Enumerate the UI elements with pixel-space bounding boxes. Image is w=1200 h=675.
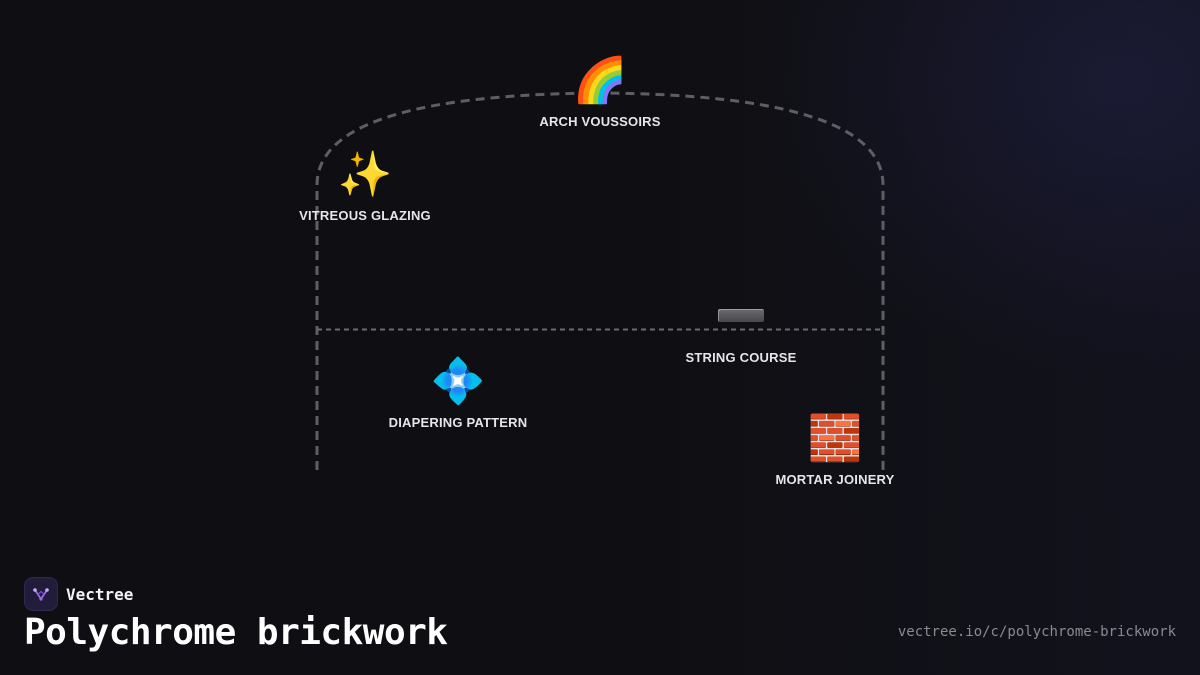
vectree-logo-icon bbox=[24, 577, 58, 611]
node-label: DIAPERING PATTERN bbox=[388, 415, 528, 430]
node-label: VITREOUS GLAZING bbox=[299, 208, 431, 223]
page-url[interactable]: vectree.io/c/polychrome-brickwork bbox=[897, 624, 1176, 640]
node-string-course[interactable]: STRING COURSE bbox=[621, 292, 861, 365]
diamond-flower-icon: 💠 bbox=[430, 356, 486, 407]
horizontal-bar-icon bbox=[718, 309, 764, 322]
node-mortar-joinery[interactable]: 🧱 MORTAR JOINERY bbox=[715, 413, 955, 488]
arch-outline bbox=[315, 91, 885, 470]
node-arch-voussoirs[interactable]: 🌈 ARCH VOUSSOIRS bbox=[480, 55, 720, 130]
rainbow-icon: 🌈 bbox=[572, 55, 628, 106]
sparkles-icon: ✨ bbox=[337, 149, 393, 200]
brand[interactable]: Vectree bbox=[24, 577, 133, 611]
node-vitreous-glazing[interactable]: ✨ VITREOUS GLAZING bbox=[245, 149, 485, 224]
brick-icon: 🧱 bbox=[807, 413, 863, 464]
brand-name: Vectree bbox=[66, 584, 134, 604]
node-label: STRING COURSE bbox=[685, 350, 797, 365]
node-label: MORTAR JOINERY bbox=[775, 472, 895, 487]
node-label: ARCH VOUSSOIRS bbox=[539, 114, 661, 129]
page-title: Polychrome brickwork bbox=[24, 612, 448, 653]
node-diapering-pattern[interactable]: 💠 DIAPERING PATTERN bbox=[338, 356, 578, 431]
